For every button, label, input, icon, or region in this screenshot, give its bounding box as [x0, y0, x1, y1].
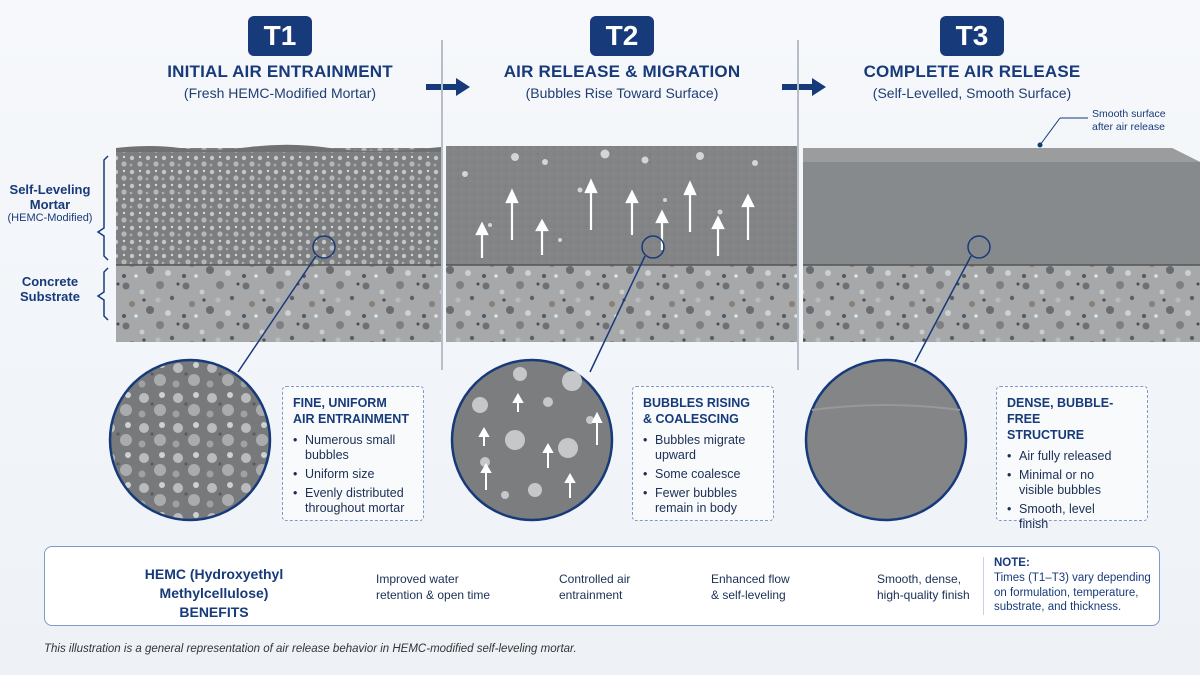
callout-t2-bullet: Some coalesce: [643, 467, 763, 482]
magnified-circle-t2: [450, 358, 614, 522]
benefit-finish: Smooth, dense, high-quality finish: [877, 572, 970, 602]
slab-t2: [446, 146, 798, 342]
stage-title-t3: COMPLETE AIR RELEASE: [863, 62, 1081, 81]
mortar-label: Self-Leveling Mortar (HEMC-Modified): [7, 182, 93, 224]
stage-subtitle-t1: (Fresh HEMC-Modified Mortar): [183, 85, 377, 101]
badge-t3: T3: [940, 16, 1004, 56]
stage-subtitle-t2: (Bubbles Rise Toward Surface): [525, 85, 719, 101]
slab-t3: [803, 117, 1200, 342]
left-brackets: [96, 155, 109, 321]
benefits-note: NOTE: Times (T1–T3) vary depending on fo…: [983, 557, 1153, 615]
magnified-circle-t3: [804, 358, 968, 522]
callout-t3-bullet: Air fully released: [1007, 449, 1137, 464]
stage-title-t2: AIR RELEASE & MIGRATION: [503, 62, 741, 81]
benefit-water-retention: Improved water retention & open time: [376, 572, 491, 602]
slab-t1: [116, 144, 441, 342]
stage-subtitle-t3: (Self-Levelled, Smooth Surface): [872, 85, 1072, 101]
benefits-panel: HEMC (Hydroxyethyl Methylcellulose) BENE…: [44, 546, 1160, 626]
stage-title-t1: INITIAL AIR ENTRAINMENT: [167, 62, 393, 81]
leader-line-t3: [914, 255, 972, 363]
benefit-air-entrainment: Controlled air entrainment: [559, 572, 631, 602]
badge-t1: T1: [248, 16, 312, 56]
divider-2: [797, 40, 799, 370]
footer-disclaimer: This illustration is a general represent…: [44, 643, 577, 655]
magnified-circle-t1: [108, 358, 272, 522]
leader-line-t1: [237, 255, 317, 373]
smooth-surface-note: Smooth surface after air release: [1092, 108, 1166, 133]
badge-t2: T2: [590, 16, 654, 56]
callout-t2: BUBBLES RISING& COALESCING Bubbles migra…: [632, 386, 774, 521]
substrate-label: Concrete Substrate: [20, 274, 80, 304]
leader-line-t2: [589, 255, 646, 373]
callout-t1-bullet: Uniform size: [293, 467, 413, 482]
benefits-title: HEMC (Hydroxyethyl Methylcellulose) BENE…: [144, 566, 284, 620]
benefit-flow: Enhanced flow & self-leveling: [711, 572, 790, 602]
divider-1: [441, 40, 443, 370]
